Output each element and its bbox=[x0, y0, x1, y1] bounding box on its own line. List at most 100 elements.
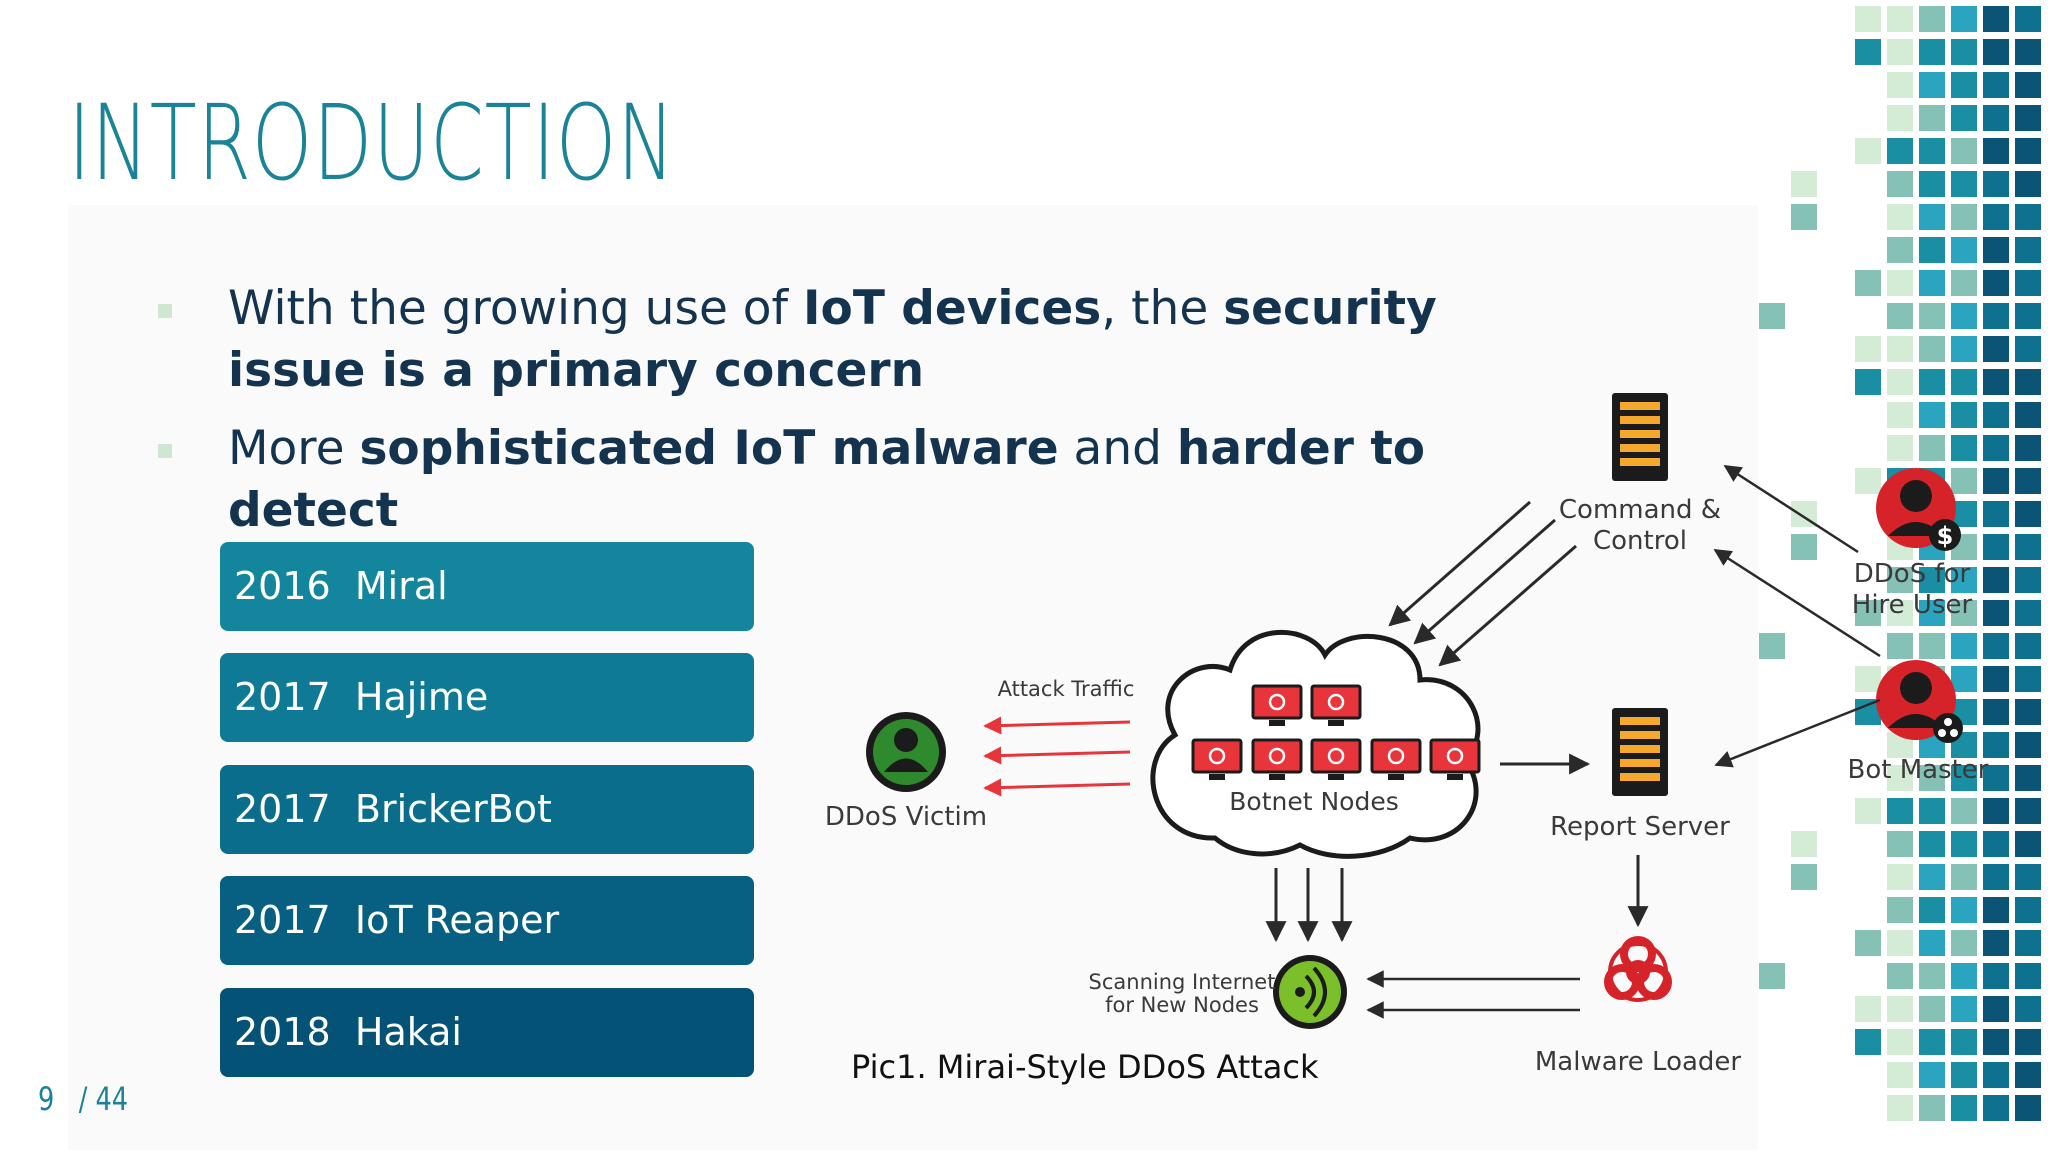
mosaic-tile bbox=[1951, 303, 1977, 329]
mosaic-tile bbox=[1983, 138, 2009, 164]
mosaic-tile bbox=[1887, 1029, 1913, 1055]
mosaic-tile bbox=[1759, 303, 1785, 329]
scanning-label: for New Nodes bbox=[1105, 993, 1259, 1017]
timeline-item: 2018 Hakai bbox=[220, 988, 754, 1077]
mosaic-tile bbox=[1951, 369, 1977, 395]
mosaic-tile bbox=[2015, 369, 2041, 395]
mosaic-tile bbox=[1919, 996, 1945, 1022]
timeline-year: 2017 bbox=[234, 675, 331, 719]
mosaic-tile bbox=[1887, 567, 1913, 593]
mosaic-tile bbox=[1951, 270, 1977, 296]
bullet-text: More bbox=[228, 421, 360, 476]
bullet-emphasis: security issue is a primary concern bbox=[228, 281, 1437, 398]
mosaic-tile bbox=[2015, 567, 2041, 593]
mosaic-tile bbox=[1983, 666, 2009, 692]
mosaic-tile bbox=[2015, 468, 2041, 494]
scanning-label: Scanning Internet bbox=[1089, 970, 1276, 994]
mosaic-tile bbox=[1951, 1095, 1977, 1121]
mosaic-tile bbox=[2015, 303, 2041, 329]
attack-traffic-arrow bbox=[983, 716, 1131, 735]
mosaic-tile bbox=[2015, 765, 2041, 791]
mosaic-tile bbox=[1919, 138, 1945, 164]
mosaic-tile bbox=[1983, 930, 2009, 956]
botnet-nodes-label: Botnet Nodes bbox=[1229, 787, 1399, 816]
mosaic-tile bbox=[1919, 105, 1945, 131]
mosaic-tile bbox=[1887, 237, 1913, 263]
mosaic-tile bbox=[1951, 336, 1977, 362]
mosaic-tile bbox=[1951, 171, 1977, 197]
timeline-malware-name: Hajime bbox=[354, 675, 489, 719]
bullet-list: With the growing use of IoT devices, the… bbox=[150, 278, 1570, 558]
mosaic-tile bbox=[1983, 171, 2009, 197]
mosaic-tile bbox=[1855, 369, 1881, 395]
mosaic-tile bbox=[1919, 1062, 1945, 1088]
mosaic-tile bbox=[1951, 138, 1977, 164]
command-to-botnet-arrow bbox=[1413, 518, 1556, 645]
mosaic-tile bbox=[1983, 1029, 2009, 1055]
mosaic-tile bbox=[1983, 963, 2009, 989]
mosaic-tile bbox=[1919, 6, 1945, 32]
mosaic-tile bbox=[1983, 1062, 2009, 1088]
mosaic-tile bbox=[1919, 798, 1945, 824]
command-control-label: Command & bbox=[1559, 495, 1721, 525]
mosaic-tile bbox=[1951, 72, 1977, 98]
command-control-server-icon bbox=[1612, 393, 1668, 481]
mosaic-tile bbox=[1919, 171, 1945, 197]
ddos-for-hire-label: DDoS for bbox=[1854, 559, 1971, 589]
mosaic-tile bbox=[1919, 567, 1945, 593]
ddos-for-hire-label: Hire User bbox=[1852, 590, 1973, 620]
mosaic-tile bbox=[1951, 105, 1977, 131]
mosaic-tile bbox=[2015, 930, 2041, 956]
mosaic-tile bbox=[1951, 237, 1977, 263]
timeline-item: 2017 Hajime bbox=[220, 653, 754, 742]
mosaic-tile bbox=[1919, 963, 1945, 989]
mosaic-tile bbox=[1951, 963, 1977, 989]
mosaic-tile bbox=[1983, 435, 2009, 461]
mosaic-tile bbox=[2015, 732, 2041, 758]
mosaic-tile bbox=[1919, 930, 1945, 956]
bot-master-icon bbox=[1876, 660, 1963, 743]
mosaic-tile bbox=[1983, 402, 2009, 428]
attack-traffic-arrow bbox=[983, 746, 1131, 765]
bullet-emphasis: IoT devices bbox=[803, 281, 1102, 336]
command-to-botnet-arrow bbox=[1438, 544, 1577, 667]
infected-computer-icon bbox=[1251, 738, 1303, 780]
mosaic-tile bbox=[1855, 996, 1881, 1022]
mosaic-tile bbox=[1951, 1029, 1977, 1055]
mosaic-tile bbox=[1919, 237, 1945, 263]
mosaic-tile bbox=[1887, 39, 1913, 65]
mosaic-tile bbox=[2015, 963, 2041, 989]
mosaic-tile bbox=[1951, 204, 1977, 230]
mosaic-tile bbox=[1855, 666, 1881, 692]
timeline-year: 2017 bbox=[234, 787, 331, 831]
mosaic-tile bbox=[1791, 204, 1817, 230]
mosaic-tile bbox=[2015, 435, 2041, 461]
mosaic-tile bbox=[1919, 600, 1945, 626]
mosaic-tile bbox=[1887, 6, 1913, 32]
timeline-year: 2017 bbox=[234, 898, 331, 942]
bullet-text: With the growing use of bbox=[228, 281, 804, 336]
timeline-item: 2016 Miral bbox=[220, 542, 754, 631]
mosaic-tile bbox=[2015, 6, 2041, 32]
mosaic-tile bbox=[2015, 138, 2041, 164]
ddos-victim-icon bbox=[866, 712, 946, 792]
mosaic-tile bbox=[1983, 600, 2009, 626]
mosaic-tile bbox=[1951, 435, 1977, 461]
mosaic-tile bbox=[1887, 831, 1913, 857]
mosaic-tile bbox=[1887, 897, 1913, 923]
timeline-year: 2018 bbox=[234, 1010, 331, 1054]
mosaic-tile bbox=[1791, 534, 1817, 560]
mosaic-tile bbox=[2015, 996, 2041, 1022]
mosaic-tile bbox=[1951, 1062, 1977, 1088]
mosaic-tile bbox=[1951, 600, 1977, 626]
bot-master-label: Bot Master bbox=[1848, 755, 1989, 785]
mosaic-tile bbox=[1855, 600, 1881, 626]
mosaic-tile bbox=[1983, 468, 2009, 494]
infected-computer-icon bbox=[1310, 684, 1362, 726]
mosaic-tile bbox=[1887, 138, 1913, 164]
mosaic-tile bbox=[1919, 831, 1945, 857]
ddos-for-hire-user-icon: $ bbox=[1876, 468, 1961, 551]
infected-computer-icon bbox=[1370, 738, 1422, 780]
mosaic-tile bbox=[1919, 204, 1945, 230]
